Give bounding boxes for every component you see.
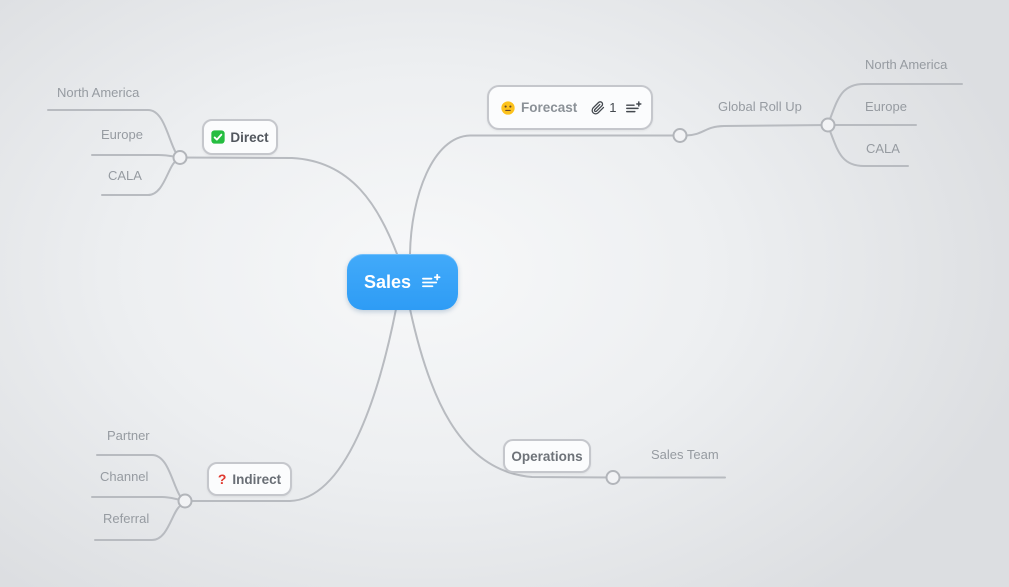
node-direct-label: Direct <box>230 129 269 145</box>
check-mark-emoji-icon <box>211 130 226 144</box>
connector-sales-direct <box>179 156 398 255</box>
connector-indirect-channel <box>91 496 182 501</box>
attachment-count: 1 <box>609 100 617 115</box>
add-note-icon[interactable] <box>422 274 441 290</box>
node-direct[interactable]: Direct <box>202 119 278 155</box>
node-indirect[interactable]: ? Indirect <box>207 462 292 496</box>
connector-direct-north-america <box>47 109 177 154</box>
collapse-toggle-forecast[interactable] <box>672 128 688 143</box>
collapse-toggle-indirect[interactable] <box>177 493 193 509</box>
collapse-toggle-operations[interactable] <box>605 470 621 485</box>
node-rollup-cala[interactable]: CALA <box>866 141 900 156</box>
connector-rollup-north-america <box>829 83 963 120</box>
node-forecast-label: Forecast <box>521 100 578 115</box>
node-indirect-channel[interactable]: Channel <box>100 469 149 484</box>
connector-sales-indirect <box>184 308 397 502</box>
attachment-indicator[interactable]: 1 <box>591 100 617 115</box>
node-rollup-europe[interactable]: Europe <box>865 99 907 114</box>
connector-indirect-partner <box>96 454 181 497</box>
connector-sales-operations <box>409 308 614 479</box>
node-forecast[interactable]: Forecast 1 <box>487 85 653 130</box>
collapse-toggle-direct[interactable] <box>172 150 188 165</box>
collapse-toggle-globalrollup[interactable] <box>820 117 836 133</box>
add-note-icon[interactable] <box>625 100 642 115</box>
node-operations[interactable]: Operations <box>503 439 591 473</box>
node-sales-team[interactable]: Sales Team <box>651 447 719 462</box>
node-sales-root[interactable]: Sales <box>347 254 458 310</box>
question-mark-icon: ? <box>217 471 227 487</box>
paperclip-icon <box>591 100 605 115</box>
connector-rollup-cala <box>829 130 909 167</box>
neutral-face-emoji-icon <box>501 100 515 115</box>
node-rollup-north-america[interactable]: North America <box>865 57 948 72</box>
connector-forecast-globalrollup <box>685 124 829 137</box>
node-global-roll-up[interactable]: Global Roll Up <box>718 99 802 114</box>
connector-direct-cala <box>101 160 177 196</box>
node-operations-label: Operations <box>511 448 583 464</box>
node-direct-cala[interactable]: CALA <box>108 168 142 183</box>
node-indirect-partner[interactable]: Partner <box>107 428 150 443</box>
node-sales-label: Sales <box>363 271 412 292</box>
connector-indirect-referral <box>94 505 181 541</box>
node-indirect-label: Indirect <box>232 471 282 487</box>
connector-direct-europe <box>91 154 178 158</box>
node-indirect-referral[interactable]: Referral <box>103 511 150 526</box>
node-direct-north-america[interactable]: North America <box>57 85 140 100</box>
node-direct-europe[interactable]: Europe <box>101 127 143 142</box>
connector-sales-forecast <box>409 134 681 255</box>
